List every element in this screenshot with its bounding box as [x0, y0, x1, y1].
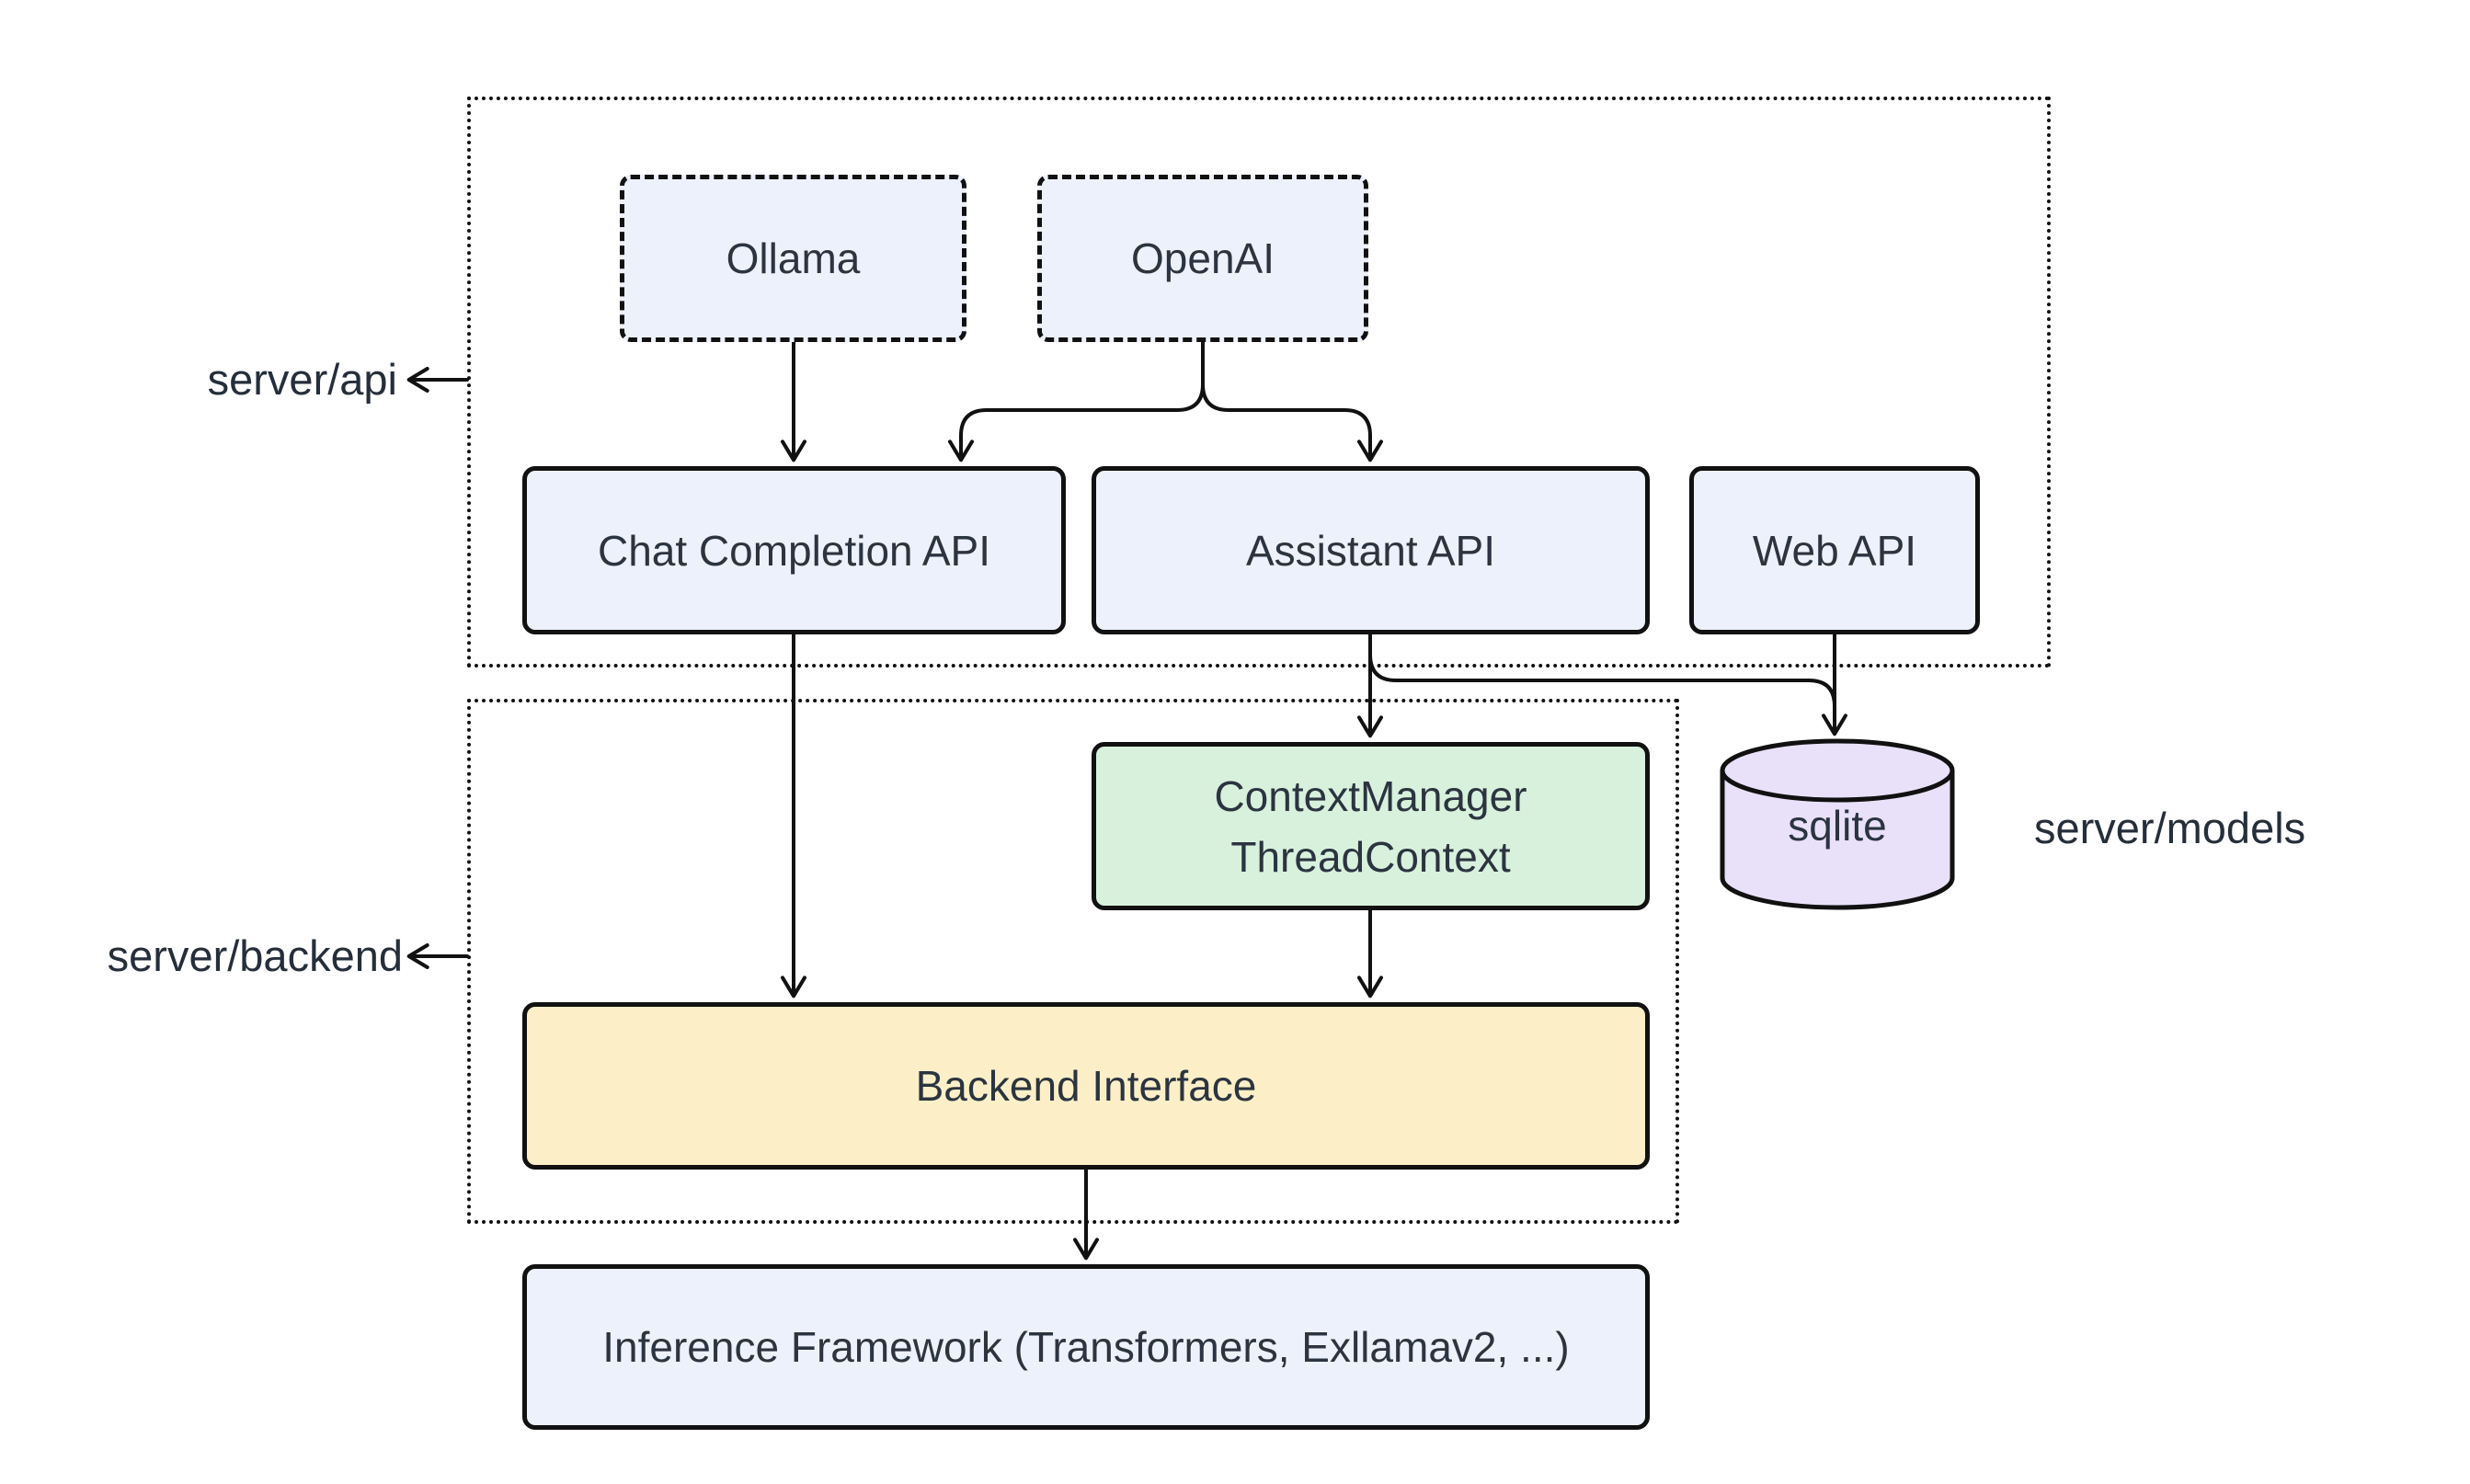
sqlite-cylinder-top [1720, 738, 1955, 803]
node-context-manager-label-line2: ThreadContext [1230, 832, 1511, 881]
node-web-api: Web API [1689, 466, 1980, 634]
node-ollama-label: Ollama [726, 234, 861, 282]
node-chat-completion-api-label: Chat Completion API [597, 526, 990, 575]
node-inference-framework: Inference Framework (Transformers, Exlla… [522, 1264, 1650, 1430]
node-inference-framework-label: Inference Framework (Transformers, Exlla… [602, 1323, 1570, 1371]
server-backend-container [467, 699, 1679, 1224]
server-backend-label: server/backend [107, 931, 403, 980]
node-context-manager-label-line1: ContextManager [1214, 771, 1527, 820]
node-ollama: Ollama [620, 175, 966, 342]
node-openai: OpenAI [1037, 175, 1368, 342]
server-api-label: server/api [207, 355, 397, 404]
node-chat-completion-api: Chat Completion API [522, 466, 1066, 634]
node-sqlite-label: sqlite [1788, 802, 1887, 850]
node-context-manager: ContextManager ThreadContext [1092, 742, 1650, 910]
node-backend-interface-label: Backend Interface [915, 1062, 1257, 1110]
server-api-container [467, 97, 2051, 668]
node-assistant-api-label: Assistant API [1245, 526, 1495, 575]
node-backend-interface: Backend Interface [522, 1002, 1650, 1170]
server-models-label: server/models [2034, 804, 2306, 852]
node-web-api-label: Web API [1752, 526, 1917, 575]
node-assistant-api: Assistant API [1092, 466, 1650, 634]
node-openai-label: OpenAI [1131, 234, 1275, 282]
